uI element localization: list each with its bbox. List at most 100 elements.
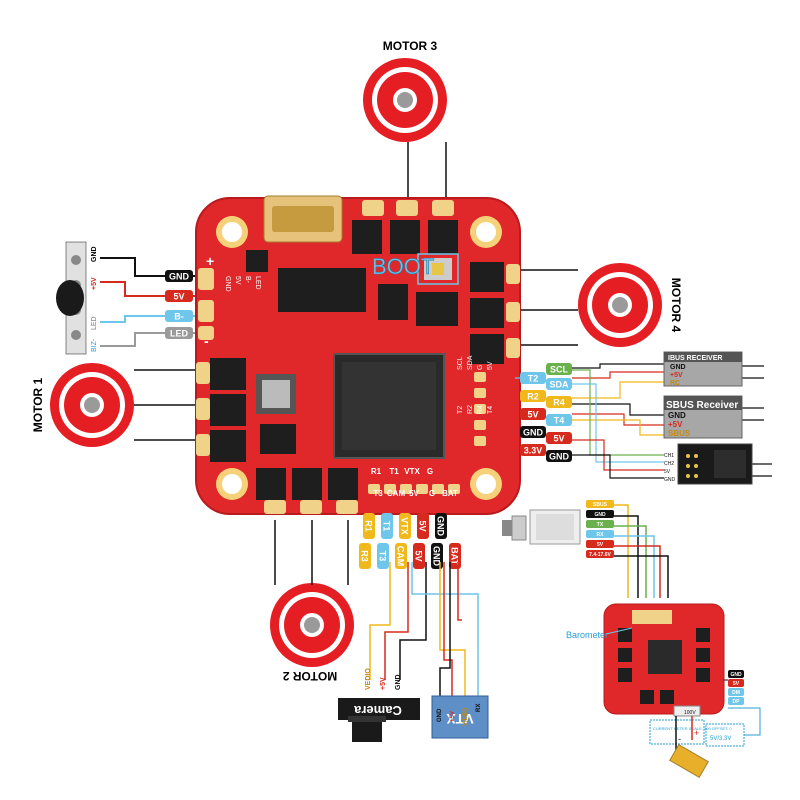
bottom-tag-0: R1 xyxy=(363,513,375,539)
buzzer-5v: +5V xyxy=(91,277,98,290)
camera-module xyxy=(338,698,420,742)
board-minus: - xyxy=(204,333,209,349)
bottom-tag-6-text: T3 xyxy=(378,551,388,562)
mini-gps-tag-5: 7.4-17.6V xyxy=(586,550,614,558)
flight-controller-board xyxy=(195,195,521,515)
mini-gps-tag-0-text: SBUS xyxy=(593,502,608,508)
mini-right-tag-3-bg xyxy=(728,697,744,705)
right-tag-10-bg xyxy=(546,450,572,462)
gps-connector xyxy=(502,509,581,545)
bottom-tag-7-text: CAM xyxy=(396,546,406,567)
ibus-title: IBUS RECEIVER xyxy=(668,355,722,362)
right-tag-6: T4 xyxy=(546,414,572,426)
mini-gps-tag-3-bg xyxy=(586,530,614,538)
bottom-tag-0-bg xyxy=(363,513,375,539)
svg-text:-: - xyxy=(678,734,681,744)
small-receiver xyxy=(677,443,753,485)
right-tag-2-text: SDA xyxy=(549,380,569,390)
board-right-pad-7: T4 xyxy=(487,406,494,414)
sbus-receiver xyxy=(663,395,743,439)
left-tag-2-text: B- xyxy=(174,312,184,322)
mini-right-tag-2-text: DM xyxy=(732,690,740,696)
right-tag-9-bg xyxy=(520,444,546,456)
motor-2 xyxy=(270,583,354,667)
board-right-pad-4: T2 xyxy=(457,406,464,414)
left-tag-0: GND xyxy=(165,270,193,282)
boot-label: BOOT xyxy=(372,254,434,279)
mini-right-tag-1-bg xyxy=(728,679,744,687)
bottom-tag-1-text: T1 xyxy=(382,521,392,532)
vtx-title: VTX xyxy=(446,711,474,727)
ibus-line-gnd: GND xyxy=(670,364,686,371)
board-bottom2-pad-2: 5V xyxy=(409,489,419,498)
left-tag-0-bg xyxy=(165,270,193,282)
mini-right-tag-0: GND xyxy=(728,670,744,678)
left-tag-3-bg xyxy=(165,327,193,339)
right-tag-7-bg xyxy=(520,426,546,438)
motor-3 xyxy=(363,58,447,142)
ibus-receiver xyxy=(663,351,743,387)
right-tag-7: GND xyxy=(520,426,546,438)
right-tag-3-bg xyxy=(520,390,546,402)
buzzer-led: LED xyxy=(91,316,98,330)
mini-right-tag-2: DM xyxy=(728,688,744,696)
bottom-tag-1: T1 xyxy=(381,513,393,539)
bottom-wiring xyxy=(369,562,479,700)
right-tag-6-text: T4 xyxy=(554,416,565,426)
mini-wiring xyxy=(614,504,669,598)
vtx-pin-5v: +5V xyxy=(450,711,456,722)
motor-1-label: MOTOR 1 xyxy=(31,377,45,432)
mini-gps-tag-0-bg xyxy=(586,500,614,508)
mini-gps-tag-2-text: TX xyxy=(597,522,604,528)
mini-gps-tag-5-text: 7.4-17.6V xyxy=(589,552,611,558)
mini-gps-tag-4-bg xyxy=(586,540,614,548)
left-tag-0-text: GND xyxy=(169,272,190,282)
right-tag-7-text: GND xyxy=(523,428,544,438)
board-right-pad-2: G xyxy=(477,365,484,370)
bottom-tag-2-bg xyxy=(399,513,411,539)
camera-pin-gnd: GND xyxy=(395,674,402,690)
right-tag-4: R4 xyxy=(546,396,572,408)
right-tag-3: R2 xyxy=(520,390,546,402)
board-bottom2-pad-4: BAT xyxy=(442,489,458,498)
right-tag-4-text: R4 xyxy=(553,398,565,408)
rx-pin-ch2: CH2 xyxy=(664,461,674,467)
mini-gps-tag-3-text: RX xyxy=(597,532,605,538)
bottom-tag-6-bg xyxy=(377,543,389,569)
board-bottom-pad-1: T1 xyxy=(389,467,399,476)
board-bottom-pad-2: VTX xyxy=(404,467,420,476)
vtx-pin-gnd: GND xyxy=(437,708,443,722)
board-left-pad-3: LED xyxy=(254,276,261,290)
left-tag-2-bg xyxy=(165,310,193,322)
right-tag-10: GND xyxy=(546,450,572,462)
left-tag-3: LED xyxy=(165,327,193,339)
mini-right-tag-0-text: GND xyxy=(730,672,742,678)
right-tag-5-text: 5V xyxy=(527,410,538,420)
mini-right-tag-2-bg xyxy=(728,688,744,696)
board-left-pad-1: 5V xyxy=(234,276,241,285)
right-tag-2: SDA xyxy=(546,378,572,390)
board-bottom-pad-3: G xyxy=(427,467,433,476)
bottom-tag-3-bg xyxy=(417,513,429,539)
bottom-tag-4: GND xyxy=(435,513,447,539)
mini-note-voltage: 5V/3.3V xyxy=(710,736,731,742)
bottom-tag-7: CAM xyxy=(395,543,407,569)
board-bottom-pad-0: R1 xyxy=(371,467,382,476)
rx-pin-ch1: CH1 xyxy=(664,453,674,459)
bottom-tag-5-bg xyxy=(359,543,371,569)
mini-right-tag-1: 5V xyxy=(728,679,744,687)
right-tag-3-text: R2 xyxy=(527,392,539,402)
ibus-line-rc: RC xyxy=(670,380,680,387)
sbus-title: SBUS Receiver xyxy=(666,400,738,411)
vtx-pin-rx: RX xyxy=(476,704,482,712)
bottom-tag-2: VTX xyxy=(399,513,411,539)
right-tag-1: T2 xyxy=(520,372,546,384)
battery-plug: - + xyxy=(669,716,709,778)
left-tag-3-text: LED xyxy=(170,329,189,339)
mini-gps-tag-3: RX xyxy=(586,530,614,538)
right-tag-6-bg xyxy=(546,414,572,426)
left-tag-1: 5V xyxy=(165,290,193,302)
right-tag-8-text: 5V xyxy=(553,434,564,444)
board-right-pad-3: 5V xyxy=(487,361,494,370)
